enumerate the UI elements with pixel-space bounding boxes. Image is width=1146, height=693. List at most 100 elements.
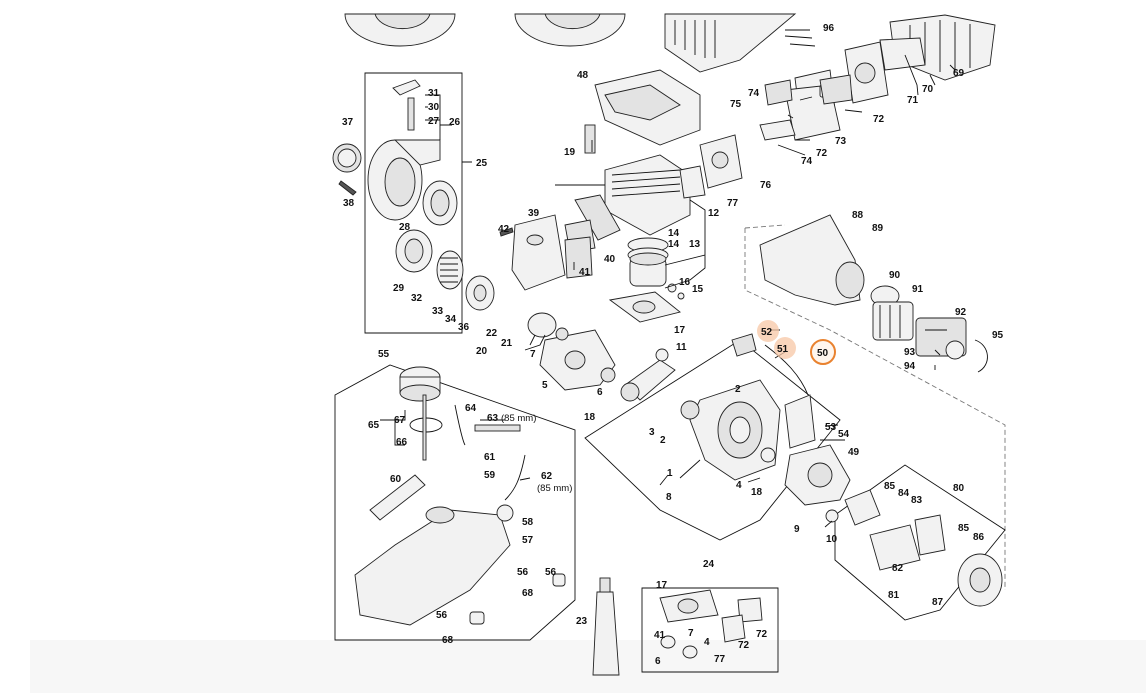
callout-22[interactable]: 22 [486, 328, 498, 339]
callout-55[interactable]: 55 [378, 349, 390, 360]
callout-19[interactable]: 19 [564, 147, 576, 158]
callout-85a[interactable]: 85 [884, 481, 896, 492]
callout-18a[interactable]: 18 [584, 412, 596, 423]
callout-10[interactable]: 10 [826, 534, 838, 545]
callout-14a[interactable]: 14 [668, 228, 680, 239]
callout-28[interactable]: 28 [399, 222, 411, 233]
callout-64[interactable]: 64 [465, 403, 477, 414]
callout-30[interactable]: 30 [428, 102, 440, 113]
callout-36[interactable]: 36 [458, 322, 470, 333]
callout-66[interactable]: 66 [396, 437, 408, 448]
callout-53[interactable]: 53 [825, 422, 837, 433]
callout-56c[interactable]: 56 [436, 610, 448, 621]
callout-25[interactable]: 25 [476, 158, 488, 169]
callout-91[interactable]: 91 [912, 284, 924, 295]
callout-7a[interactable]: 7 [530, 349, 536, 360]
callout-5[interactable]: 5 [542, 380, 548, 391]
callout-6b[interactable]: 6 [655, 656, 661, 667]
callout-18b[interactable]: 18 [751, 487, 763, 498]
callout-24[interactable]: 24 [703, 559, 715, 570]
callout-3[interactable]: 3 [649, 427, 655, 438]
callout-74a[interactable]: 74 [748, 88, 760, 99]
callout-68b[interactable]: 68 [442, 635, 454, 646]
callout-52[interactable]: 52 [761, 327, 773, 338]
callout-87[interactable]: 87 [932, 597, 944, 608]
callout-2a[interactable]: 2 [735, 384, 741, 395]
callout-86[interactable]: 86 [973, 532, 985, 543]
callout-80[interactable]: 80 [953, 483, 965, 494]
callout-72b[interactable]: 72 [816, 148, 828, 159]
callout-48[interactable]: 48 [577, 70, 589, 81]
callout-8[interactable]: 8 [666, 492, 672, 503]
callout-2b[interactable]: 2 [660, 435, 666, 446]
callout-34[interactable]: 34 [445, 314, 457, 325]
callout-38[interactable]: 38 [343, 198, 355, 209]
callout-72d[interactable]: 72 [738, 640, 750, 651]
callout-89[interactable]: 89 [872, 223, 884, 234]
callout-61[interactable]: 61 [484, 452, 496, 463]
callout-77[interactable]: 77 [727, 198, 739, 209]
callout-81[interactable]: 81 [888, 590, 900, 601]
callout-58[interactable]: 58 [522, 517, 534, 528]
callout-96[interactable]: 96 [823, 23, 835, 34]
callout-42[interactable]: 42 [498, 224, 510, 235]
callout-9[interactable]: 9 [794, 524, 800, 535]
callout-56b[interactable]: 56 [545, 567, 557, 578]
callout-94[interactable]: 94 [904, 361, 916, 372]
callout-32[interactable]: 32 [411, 293, 423, 304]
callout-7b[interactable]: 7 [688, 628, 694, 639]
callout-29[interactable]: 29 [393, 283, 405, 294]
callout-92[interactable]: 92 [955, 307, 967, 318]
callout-70[interactable]: 70 [922, 84, 934, 95]
callout-62[interactable]: 62 [541, 471, 553, 482]
callout-37[interactable]: 37 [342, 117, 354, 128]
callout-71[interactable]: 71 [907, 95, 919, 106]
callout-85b[interactable]: 85 [958, 523, 970, 534]
callout-26[interactable]: 26 [449, 117, 461, 128]
callout-16[interactable]: 16 [679, 277, 691, 288]
callout-56a[interactable]: 56 [517, 567, 529, 578]
callout-75[interactable]: 75 [730, 99, 742, 110]
callout-39[interactable]: 39 [528, 208, 540, 219]
callout-4a[interactable]: 4 [736, 480, 742, 491]
callout-50[interactable]: 50 [817, 348, 829, 359]
callout-27[interactable]: 27 [428, 116, 440, 127]
callout-95[interactable]: 95 [992, 330, 1004, 341]
callout-72a[interactable]: 72 [873, 114, 885, 125]
callout-69[interactable]: 69 [953, 68, 965, 79]
callout-17[interactable]: 17 [674, 325, 686, 336]
callout-13[interactable]: 13 [689, 239, 701, 250]
callout-51[interactable]: 51 [777, 344, 789, 355]
callout-83[interactable]: 83 [911, 495, 923, 506]
callout-68a[interactable]: 68 [522, 588, 534, 599]
callout-15[interactable]: 15 [692, 284, 704, 295]
callout-12[interactable]: 12 [708, 208, 720, 219]
callout-41[interactable]: 41 [579, 267, 591, 278]
callout-76[interactable]: 76 [760, 180, 772, 191]
callout-63[interactable]: 63 [487, 413, 499, 424]
callout-49[interactable]: 49 [848, 447, 860, 458]
callout-1[interactable]: 1 [667, 468, 673, 479]
callout-77b[interactable]: 77 [714, 654, 726, 665]
callout-21[interactable]: 21 [501, 338, 513, 349]
callout-17b[interactable]: 17 [656, 580, 668, 591]
callout-84[interactable]: 84 [898, 488, 910, 499]
callout-90[interactable]: 90 [889, 270, 901, 281]
callout-82[interactable]: 82 [892, 563, 904, 574]
callout-4b[interactable]: 4 [704, 637, 710, 648]
callout-40[interactable]: 40 [604, 254, 616, 265]
selected-part-ring[interactable] [810, 339, 836, 365]
callout-23[interactable]: 23 [576, 616, 588, 627]
callout-54[interactable]: 54 [838, 429, 850, 440]
callout-72c[interactable]: 72 [756, 629, 768, 640]
callout-73[interactable]: 73 [835, 136, 847, 147]
callout-11[interactable]: 11 [676, 342, 687, 353]
callout-60[interactable]: 60 [390, 474, 402, 485]
callout-65[interactable]: 65 [368, 420, 380, 431]
callout-74b[interactable]: 74 [801, 156, 813, 167]
callout-67[interactable]: 67 [394, 415, 406, 426]
callout-41b[interactable]: 41 [654, 630, 666, 641]
callout-88[interactable]: 88 [852, 210, 864, 221]
callout-33[interactable]: 33 [432, 306, 444, 317]
callout-20[interactable]: 20 [476, 346, 488, 357]
